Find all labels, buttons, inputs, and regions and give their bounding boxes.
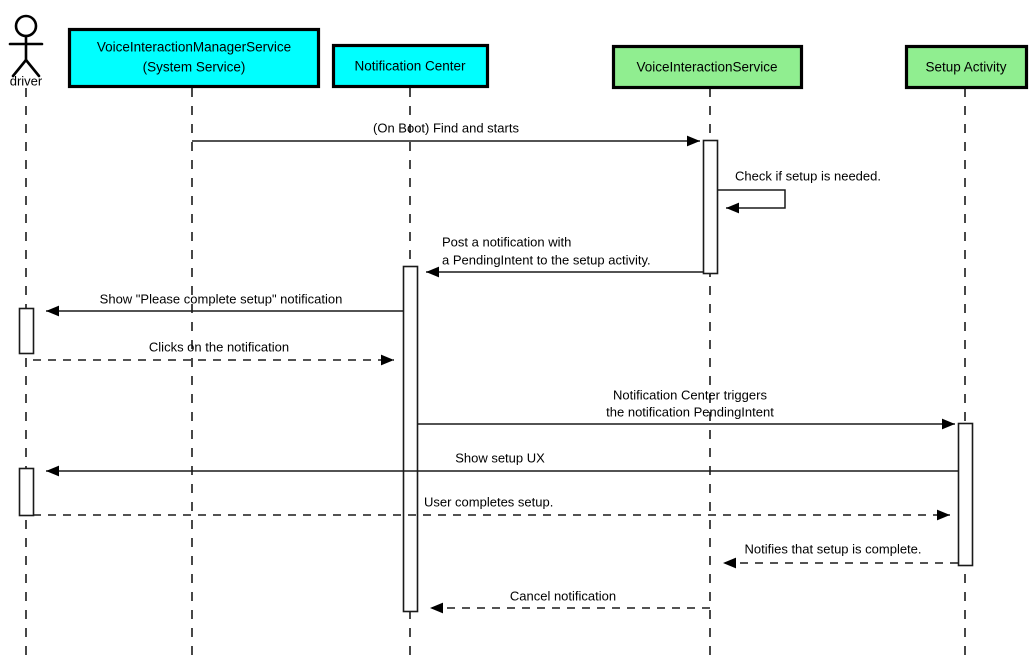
actor-head-icon <box>14 14 38 38</box>
message-1-label: (On Boot) Find and starts <box>373 120 519 135</box>
message-5-label: Clicks on the notification <box>149 339 289 354</box>
message-5-clicks-on-the-notification: Clicks on the notification <box>33 339 394 366</box>
message-7-label: Show setup UX <box>455 450 545 465</box>
message-3-label-line1: Post a notification with <box>442 234 571 249</box>
message-9-label: Notifies that setup is complete. <box>744 541 921 556</box>
participant-label-driver: driver <box>10 73 43 88</box>
message-8-label: User completes setup. <box>424 494 553 509</box>
participant-vims[interactable]: VoiceInteractionManagerService (System S… <box>67 27 321 89</box>
message-4-show-please-complete-setup-notification: Show "Please complete setup" notificatio… <box>46 291 403 317</box>
participant-label-setup-activity: Setup Activity <box>925 60 1006 75</box>
participant-voice-interaction-service[interactable]: VoiceInteractionService <box>611 44 804 90</box>
actor-leg-left-icon <box>11 58 28 78</box>
participant-driver[interactable]: driver <box>8 14 44 88</box>
message-2-label: Check if setup is needed. <box>735 168 881 183</box>
participant-notification-center[interactable]: Notification Center <box>331 43 490 89</box>
participant-box-setup-activity[interactable] <box>904 44 1029 90</box>
message-10-cancel-notification: Cancel notification <box>430 588 710 614</box>
activation-bar-notification-center <box>402 265 419 613</box>
participant-label-voice-interaction-service: VoiceInteractionService <box>636 60 777 75</box>
message-9-notifies-that-setup-is-complete: Notifies that setup is complete. <box>723 541 958 569</box>
participant-box-voice-interaction-service[interactable] <box>611 44 804 90</box>
message-7-show-setup-ux: Show setup UX <box>46 450 958 477</box>
message-6-label-line1: Notification Center triggers <box>613 387 767 402</box>
message-3-post-a-notification: Post a notification with a PendingIntent… <box>426 234 703 278</box>
message-2-self-call-arrow <box>718 189 786 214</box>
participant-label-vims-line2: (System Service) <box>143 60 246 75</box>
message-8-user-completes-setup: User completes setup. <box>33 494 950 521</box>
activation-bars-group <box>18 139 974 613</box>
activation-bar-driver-1 <box>18 307 35 355</box>
activation-bar-voice-interaction-service <box>702 139 719 275</box>
activation-bar-driver-2 <box>18 467 35 517</box>
message-2-check-if-setup-is-needed: Check if setup is needed. <box>718 168 881 214</box>
participant-setup-activity[interactable]: Setup Activity <box>904 44 1029 90</box>
participant-box-vims[interactable] <box>67 27 321 89</box>
message-1-on-boot-find-and-starts: (On Boot) Find and starts <box>192 120 700 147</box>
message-6-label-line2: the notification PendingIntent <box>606 404 774 419</box>
activation-bar-setup-activity <box>957 422 974 567</box>
actor-leg-right-icon <box>24 58 41 78</box>
message-10-label: Cancel notification <box>510 588 616 603</box>
message-6-notification-center-triggers-pending-intent: Notification Center triggers the notific… <box>418 387 955 430</box>
participant-box-notification-center[interactable] <box>331 43 490 89</box>
message-3-label-line2: a PendingIntent to the setup activity. <box>442 252 651 267</box>
participant-label-vims-line1: VoiceInteractionManagerService <box>97 40 291 55</box>
participant-label-notification-center: Notification Center <box>354 59 466 74</box>
message-4-label: Show "Please complete setup" notificatio… <box>100 291 343 306</box>
